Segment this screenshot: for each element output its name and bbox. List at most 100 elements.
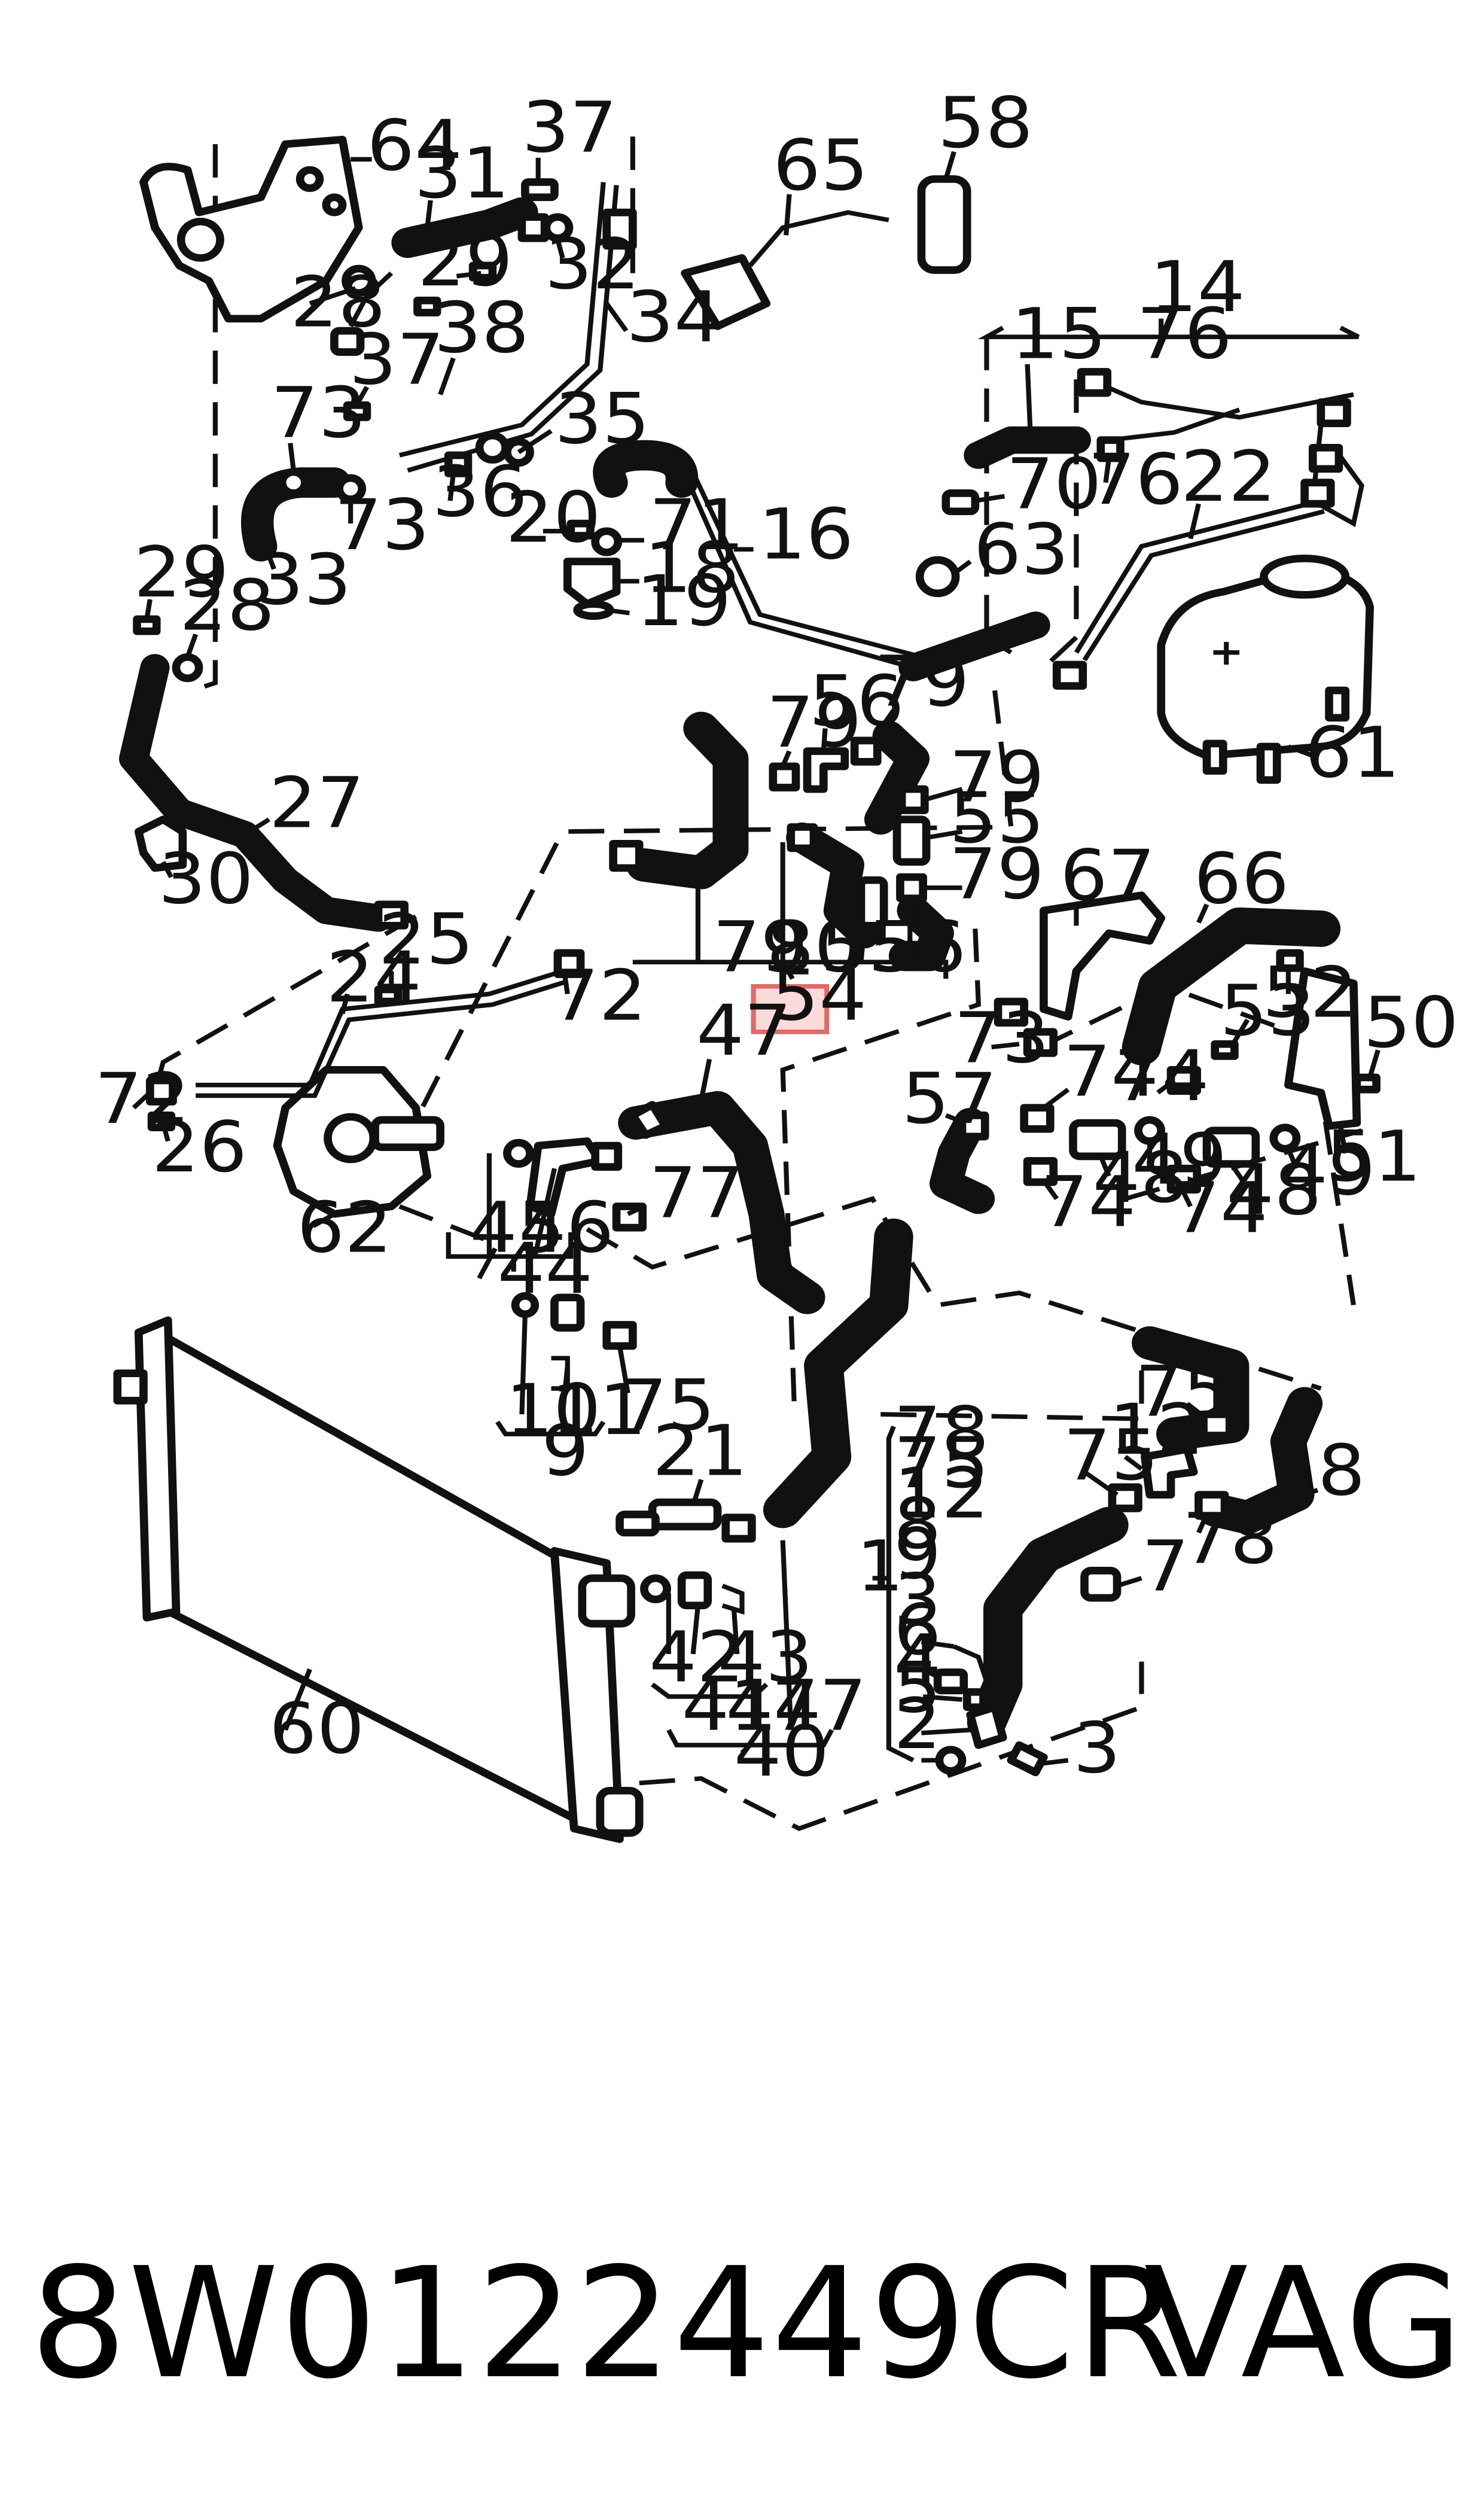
label-76: 76 (1136, 294, 1232, 375)
radiator (113, 1316, 644, 1843)
label-20: 20 (505, 477, 601, 559)
expansion-tank (1157, 555, 1374, 784)
label-56: 56 (809, 661, 904, 742)
label-52: 52 (1262, 952, 1358, 1034)
label-64: 64 (367, 105, 462, 187)
label-60: 60 (269, 1688, 365, 1770)
parts-diagram: 64 37 58 31 65 29 32 28 34 14 76 15 38 3… (95, 83, 1459, 1843)
label-21: 21 (653, 1411, 748, 1492)
label-12: 12 (894, 1453, 989, 1534)
label-37b: 37 (349, 319, 444, 401)
label-74b: 74 (1114, 1036, 1209, 1117)
label-79c: 79 (949, 736, 1045, 818)
footer: 8W0122449CR VAG (30, 2225, 1465, 2423)
label-71: 71 (649, 485, 745, 566)
label-58: 58 (938, 83, 1034, 164)
label-36: 36 (432, 452, 528, 533)
label-25: 25 (379, 899, 474, 981)
label-76b: 76 (1087, 439, 1183, 520)
label-9b: 9 (894, 1514, 941, 1595)
label-50: 50 (1363, 982, 1459, 1064)
label-4: 4 (894, 1620, 941, 1701)
label-75d: 75 (1064, 1415, 1159, 1496)
label-79d: 79 (949, 834, 1045, 915)
label-78: 78 (894, 1392, 989, 1473)
label-19: 19 (636, 561, 732, 642)
label-11: 11 (551, 1369, 647, 1451)
label-2: 2 (894, 1683, 941, 1765)
label-32: 32 (545, 224, 641, 305)
label-67: 67 (1060, 835, 1156, 917)
label-78b: 78 (1183, 1499, 1278, 1580)
label-27: 27 (269, 763, 365, 844)
label-41: 41 (682, 1666, 778, 1747)
label-55: 55 (949, 778, 1045, 859)
water-pump (273, 1065, 444, 1218)
label-62: 62 (297, 1188, 392, 1269)
label-34: 34 (626, 277, 722, 358)
label-18: 18 (644, 527, 740, 608)
label-31: 31 (414, 133, 510, 214)
label-7: 7 (1141, 1526, 1189, 1607)
label-12b: 12 (1109, 1389, 1205, 1470)
label-53: 53 (1220, 970, 1315, 1052)
label-14: 14 (1150, 246, 1245, 328)
label-75c: 75 (894, 1423, 989, 1504)
label-72b: 72 (95, 1058, 190, 1140)
label-29: 29 (418, 221, 513, 302)
leader-lines (132, 151, 1381, 1766)
label-24: 24 (326, 937, 422, 1018)
label-3b: 3 (1073, 1708, 1121, 1789)
label-16: 16 (758, 494, 854, 576)
small-parts (133, 175, 1381, 1777)
highlight-box (751, 984, 830, 1034)
label-6: 6 (894, 1590, 941, 1671)
label-42: 42 (649, 1617, 745, 1698)
label-33: 33 (256, 540, 352, 621)
label-40: 40 (734, 1711, 830, 1792)
label-54-highlighted: 54 (772, 955, 867, 1037)
label-73b: 73 (334, 485, 430, 566)
part-number: 8W0122449CR (30, 2235, 1183, 2413)
label-51: 51 (1326, 1116, 1422, 1198)
label-61: 61 (1305, 713, 1400, 794)
label-72: 72 (551, 955, 647, 1037)
housing-64 (139, 136, 363, 323)
label-47: 47 (696, 990, 792, 1071)
label-9: 9 (541, 1411, 589, 1492)
part-labels: 64 37 58 31 65 29 32 28 34 14 76 15 38 3… (95, 83, 1459, 1792)
label-74: 74 (1064, 1031, 1159, 1113)
label-74c: 74 (1040, 1162, 1136, 1243)
label-29b: 29 (134, 532, 230, 613)
label-35: 35 (554, 379, 650, 460)
label-75: 75 (620, 1365, 715, 1447)
label-45: 45 (470, 1188, 565, 1269)
label-26: 26 (152, 1107, 248, 1188)
label-8b: 8 (1318, 1430, 1366, 1512)
label-77: 77 (649, 1152, 745, 1234)
label-70: 70 (1006, 444, 1102, 525)
label-79e: 79 (712, 907, 808, 988)
label-73: 73 (271, 373, 367, 454)
label-38: 38 (434, 288, 529, 369)
label-65: 65 (773, 125, 869, 206)
label-49b: 49 (1280, 1129, 1376, 1211)
label-48b: 48 (1226, 1149, 1322, 1231)
label-46: 46 (519, 1188, 614, 1269)
label-1: 1 (856, 1526, 904, 1607)
label-15: 15 (1011, 294, 1107, 375)
label-30: 30 (158, 838, 254, 919)
label-80: 80 (766, 907, 862, 988)
brand-name: VAG (1144, 2235, 1465, 2413)
label-56b: 56 (871, 907, 967, 988)
label-79b: 79 (766, 682, 862, 763)
label-22: 22 (1181, 436, 1276, 517)
label-43: 43 (718, 1617, 813, 1698)
label-73c: 73 (954, 998, 1050, 1079)
label-28b: 28 (179, 565, 275, 647)
label-48: 48 (1093, 1137, 1189, 1219)
label-74d: 74 (1172, 1168, 1268, 1249)
label-66: 66 (1194, 838, 1290, 919)
label-49: 49 (1132, 1119, 1227, 1201)
label-28: 28 (290, 261, 386, 343)
